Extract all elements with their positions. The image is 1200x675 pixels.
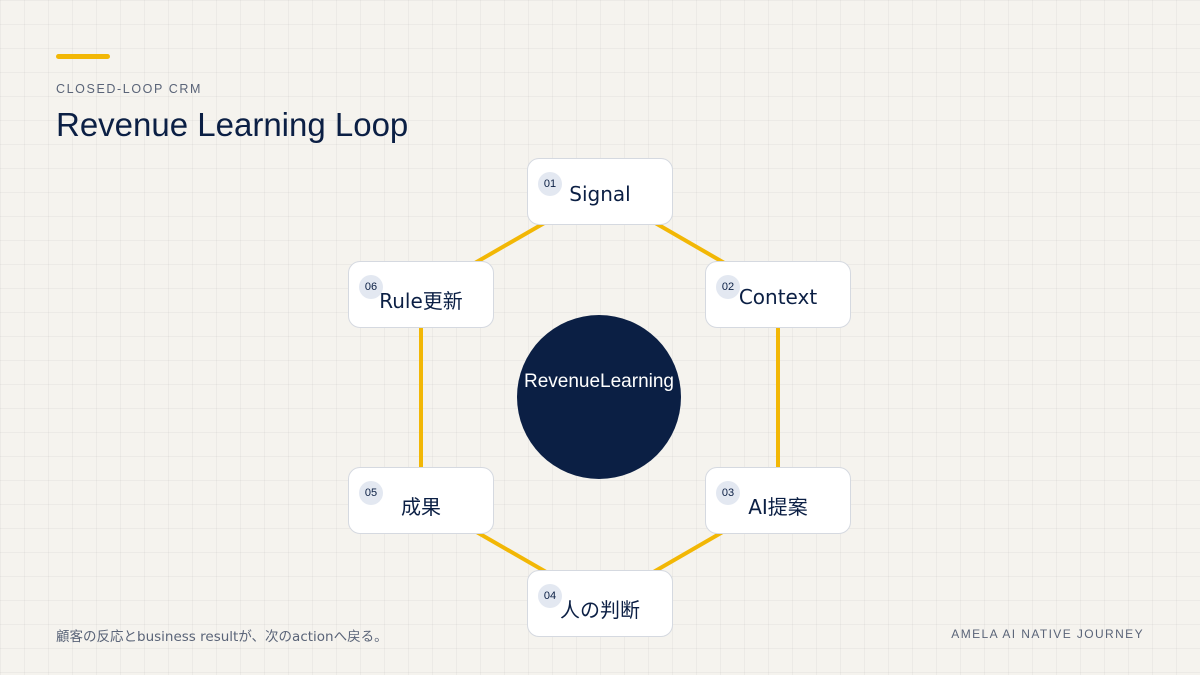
- hub-circle: RevenueLearning: [517, 315, 681, 479]
- accent-bar: [56, 54, 110, 59]
- step-label: AI提案: [748, 495, 808, 519]
- step-label: 成果: [401, 495, 441, 519]
- footer-brand: AMELA AI NATIVE JOURNEY: [951, 627, 1144, 641]
- step-number-badge: 03: [716, 481, 740, 505]
- step-number-badge: 01: [538, 172, 562, 196]
- eyebrow-label: CLOSED-LOOP CRM: [56, 82, 203, 96]
- step-number-badge: 04: [538, 584, 562, 608]
- footer-caption: 顧客の反応とbusiness resultが、次のactionへ戻る。: [56, 629, 388, 645]
- step-number-badge: 02: [716, 275, 740, 299]
- step-outcome[interactable]: 05 成果: [348, 467, 494, 534]
- step-context[interactable]: 02 Context: [705, 261, 851, 328]
- step-number-badge: 05: [359, 481, 383, 505]
- step-label: Rule更新: [379, 289, 463, 313]
- step-human-judgment[interactable]: 04 人の判断: [527, 570, 673, 637]
- step-signal[interactable]: 01 Signal: [527, 158, 673, 225]
- hub-label: RevenueLearning: [523, 371, 674, 392]
- step-ai-proposal[interactable]: 03 AI提案: [705, 467, 851, 534]
- step-rule-update[interactable]: 06 Rule更新: [348, 261, 494, 328]
- step-label: Context: [738, 285, 818, 309]
- step-number-badge: 06: [359, 275, 383, 299]
- step-label: 人の判断: [560, 598, 640, 622]
- step-label: Signal: [569, 182, 631, 206]
- page-title: Revenue Learning Loop: [56, 106, 409, 143]
